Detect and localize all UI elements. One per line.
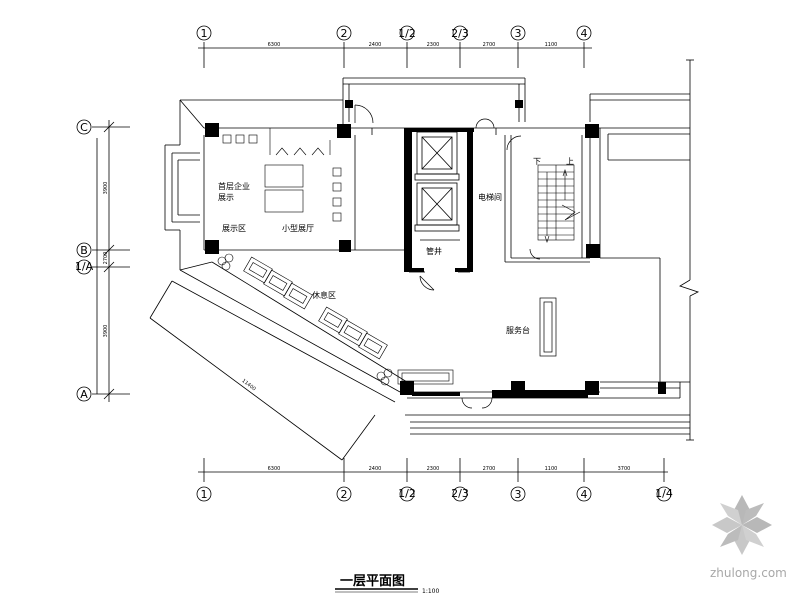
left-axis-label-a: A — [80, 388, 88, 401]
top-dim-3: 2300 — [427, 42, 440, 48]
bottom-axis-label-2: 2 — [341, 488, 348, 501]
elevator-shafts — [414, 131, 460, 241]
left-dim-2: 2700 — [103, 252, 109, 265]
drawing-title: 一层平面图 — [340, 574, 405, 589]
top-axis-label-5: 3 — [515, 27, 522, 40]
top-axis-label-1: 1 — [201, 27, 208, 40]
left-dimension-ticks — [92, 121, 130, 400]
room-label-enterprise-1: 首层企业 — [218, 181, 250, 191]
stair-label-down: 下 — [533, 157, 541, 166]
top-dim-4: 2700 — [483, 42, 496, 48]
drawing-scale: 1:100 — [422, 588, 439, 595]
room-label-enterprise-2: 展示 — [218, 193, 234, 202]
room-label-mini-exhibit: 小型展厅 — [282, 224, 314, 233]
top-dimension-ticks — [203, 42, 585, 68]
top-axis-bubbles — [196, 25, 592, 41]
lounge-sofas — [217, 253, 393, 386]
room-label-lounge: 休息区 — [312, 290, 336, 300]
bottom-dim-2: 2400 — [369, 466, 382, 472]
bottom-axis-bubbles — [196, 486, 672, 502]
left-dim-3: 3900 — [103, 325, 109, 338]
room-label-display-area: 展示区 — [222, 224, 246, 233]
stair-label-up: 上 — [566, 157, 574, 166]
left-dim-1: 3900 — [103, 182, 109, 195]
top-dim-1: 6300 — [268, 42, 281, 48]
bottom-axis-label-5: 3 — [515, 488, 522, 501]
left-axis-label-1a: 1/A — [75, 260, 94, 273]
bottom-dim-5: 1100 — [545, 466, 558, 472]
bottom-axis-label-1: 1 — [201, 488, 208, 501]
watermark-text: zhulong.com — [710, 566, 787, 580]
left-axis-label-c: C — [80, 121, 88, 134]
bottom-axis-label-3: 1/2 — [398, 487, 416, 500]
bottom-dim-6: 3700 — [618, 466, 631, 472]
columns — [205, 100, 666, 395]
display-furniture — [222, 128, 342, 222]
bottom-dim-4: 2700 — [483, 466, 496, 472]
building-outline — [149, 59, 700, 461]
room-label-duty-room: 管井 — [426, 246, 442, 256]
bottom-axis-label-6: 4 — [581, 488, 588, 501]
top-axis-label-6: 4 — [581, 27, 588, 40]
interior-walls — [204, 128, 591, 273]
bottom-wall-fill — [412, 390, 588, 398]
reception-desk — [539, 297, 557, 357]
left-axis-label-b: B — [80, 244, 88, 257]
top-axis-label-4: 2/3 — [451, 27, 469, 40]
stair — [537, 164, 581, 243]
bottom-dim-1: 6300 — [268, 466, 281, 472]
diagonal-dim: 11400 — [240, 378, 256, 392]
doors — [354, 104, 541, 409]
top-dim-5: 1100 — [545, 42, 558, 48]
room-label-service-desk: 服务台 — [506, 325, 530, 335]
bottom-axis-label-4: 2/3 — [451, 487, 469, 500]
room-label-elevator-hall: 电梯间 — [478, 192, 502, 202]
bottom-dim-3: 2300 — [427, 466, 440, 472]
bottom-dimension-ticks — [203, 458, 665, 482]
top-axis-label-3: 1/2 — [398, 27, 416, 40]
watermark-logo — [712, 495, 772, 555]
thick-walls — [404, 128, 474, 272]
entrance-step — [397, 369, 454, 385]
top-dim-2: 2400 — [369, 42, 382, 48]
top-axis-label-2: 2 — [341, 27, 348, 40]
bottom-axis-label-7: 1/4 — [655, 487, 673, 500]
left-axis-bubbles — [76, 119, 92, 402]
